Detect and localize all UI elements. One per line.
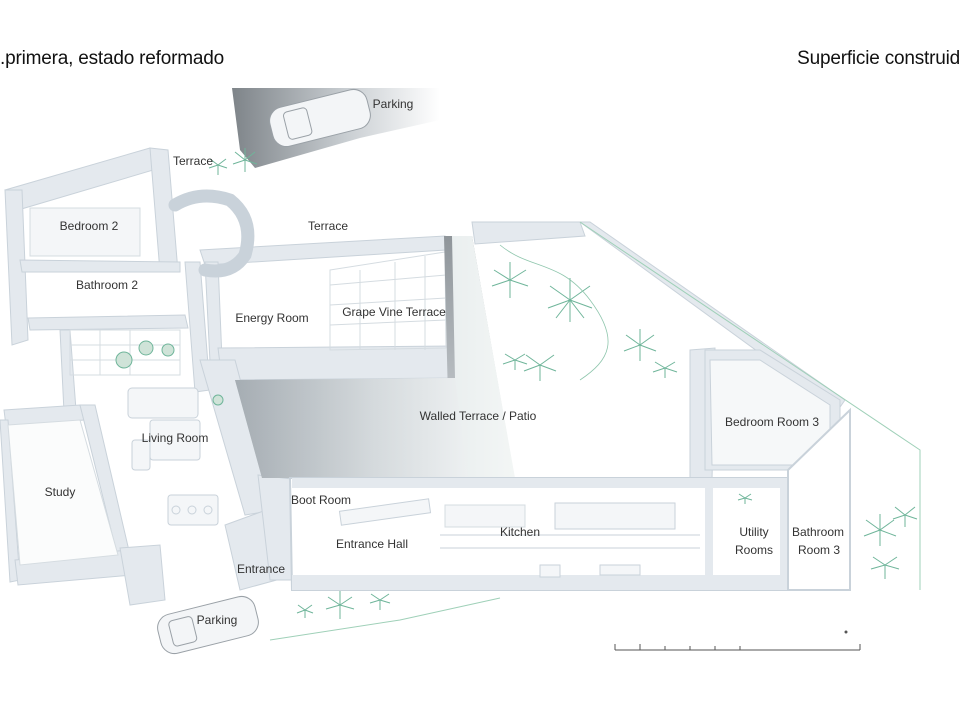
label-bathroom-2: Bathroom 2 xyxy=(75,278,139,292)
label-utility-line-1: Utility xyxy=(739,525,769,539)
plants xyxy=(208,148,918,619)
plan-title: .primera, estado reformado xyxy=(0,48,224,69)
grape-vine-terrace-floor xyxy=(329,251,447,351)
parking-bottom-area xyxy=(157,595,259,655)
property-line xyxy=(579,221,921,590)
garden-path xyxy=(499,244,609,381)
label-bedroom-room-3: Bedroom Room 3 xyxy=(724,415,820,429)
scale-bar xyxy=(614,630,861,651)
label-bathroom-3-line-2: Room 3 xyxy=(797,543,841,557)
round-shrubs xyxy=(115,340,224,406)
label-energy-room: Energy Room xyxy=(235,311,309,325)
living-room-furniture xyxy=(127,387,219,526)
label-entrance: Entrance xyxy=(236,562,286,576)
bathroom-2-tiles xyxy=(69,329,181,376)
label-bathroom-3-line-1: Bathroom xyxy=(791,525,845,539)
study-floor xyxy=(7,419,119,566)
label-boot-room: Boot Room xyxy=(290,493,352,507)
label-study: Study xyxy=(44,485,76,499)
label-living-room: Living Room xyxy=(141,431,209,445)
label-grape-vine-terrace: Grape Vine Terrace xyxy=(342,305,446,319)
bedroom-2-floor xyxy=(29,207,141,257)
west-wing-walls xyxy=(0,147,457,606)
label-terrace-mid: Terrace xyxy=(307,219,349,233)
label-bedroom-2: Bedroom 2 xyxy=(59,219,119,233)
label-kitchen: Kitchen xyxy=(499,525,541,539)
parking-top-area xyxy=(232,88,440,168)
label-walled-terrace: Walled Terrace / Patio xyxy=(419,409,537,423)
label-parking-top: Parking xyxy=(372,97,414,111)
surface-title: Superficie construid xyxy=(797,48,960,69)
round-bay xyxy=(168,189,255,278)
label-parking-bottom: Parking xyxy=(196,613,238,627)
south-block xyxy=(288,477,849,591)
label-utility-line-2: Rooms xyxy=(734,543,774,557)
label-entrance-hall: Entrance Hall xyxy=(335,537,409,551)
label-terrace-top: Terrace xyxy=(172,154,214,168)
